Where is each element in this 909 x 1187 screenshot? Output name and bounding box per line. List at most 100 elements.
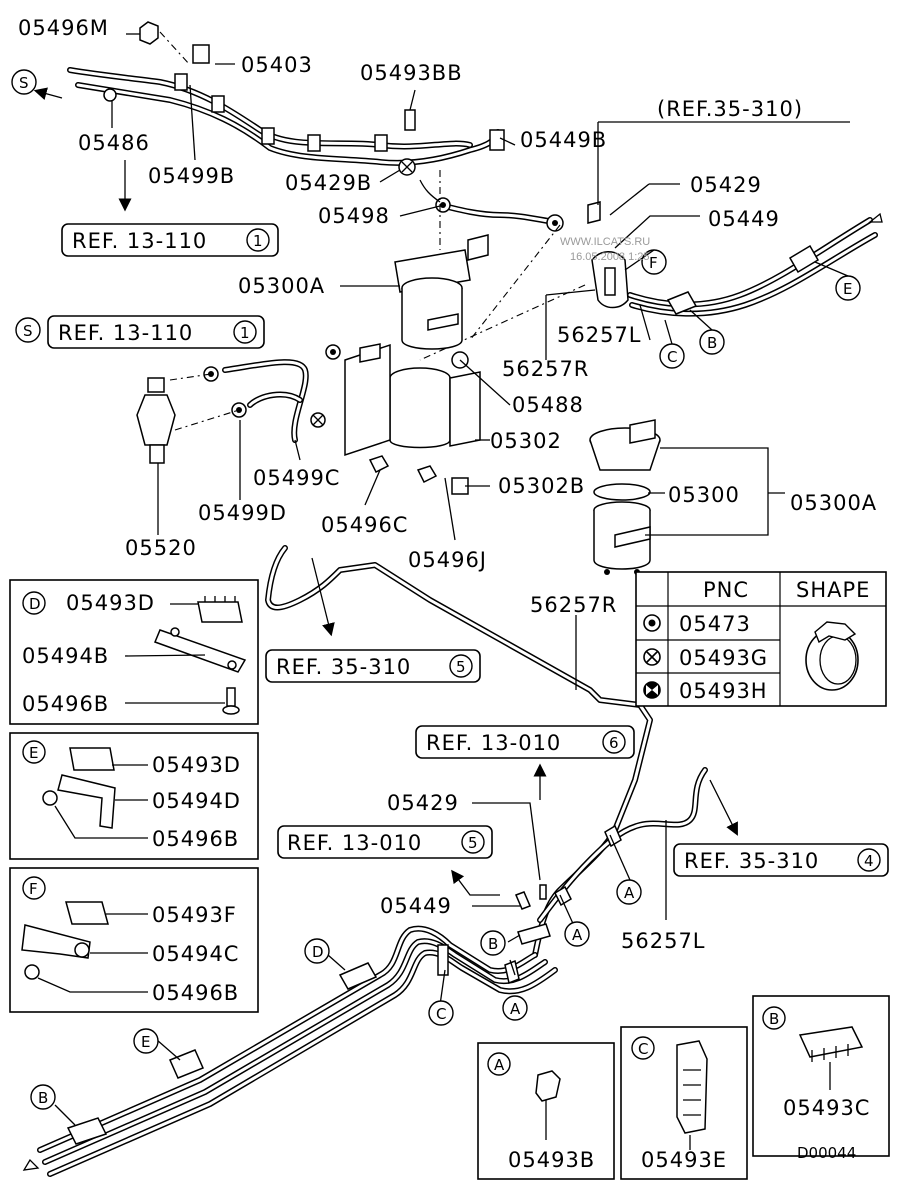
ref-13-010-6-num: 6 <box>609 734 619 752</box>
pump-05520 <box>136 377 176 464</box>
label-56257l: 56257L <box>557 323 642 347</box>
label-05496j: 05496J <box>408 548 487 572</box>
connector-05449b <box>489 129 505 151</box>
label-05449-2: 05449 <box>380 894 452 918</box>
label-05429-2: 05429 <box>387 791 459 815</box>
label-56257r-2: 56257R <box>530 593 617 617</box>
filter-bracket-05302 <box>344 343 481 457</box>
ref-13-010-5-num: 5 <box>468 834 478 852</box>
ref-35-310-top[interactable]: (REF.35-310) <box>657 97 803 121</box>
marker-a-3: A <box>510 1000 521 1018</box>
marker-d-1: D <box>312 943 324 961</box>
label-56257l-2: 56257L <box>621 929 706 953</box>
legend-header-shape: SHAPE <box>796 578 870 602</box>
inset-d-letter: D <box>29 595 41 613</box>
clip-05493bb <box>404 109 416 131</box>
inset-f: F 05493F 05494C 05496B <box>9 867 259 1013</box>
ref-box-35-310-4[interactable] <box>673 843 889 877</box>
ref-13-110-a[interactable]: REF. 13-110 <box>72 229 207 253</box>
label-05300a-2: 05300A <box>790 491 877 515</box>
fuel-filter-assembly-top <box>394 234 489 350</box>
label-05302: 05302 <box>490 429 562 453</box>
ref-13-110-b-num: 1 <box>240 324 250 342</box>
marker-s-top: S <box>19 74 29 92</box>
marker-e-1: E <box>141 1033 150 1051</box>
label-05449b: 05449B <box>520 128 607 152</box>
ref-13-010-6[interactable]: REF. 13-010 <box>426 731 561 755</box>
inset-f-letter: F <box>29 880 38 898</box>
bracket-05403 <box>192 44 210 64</box>
marker-b-2: B <box>38 1089 48 1107</box>
pipe-clip <box>307 134 321 152</box>
label-05499b: 05499B <box>148 164 235 188</box>
ref-35-310-5-num: 5 <box>456 658 466 676</box>
watermark-site: WWW.ILCATS.RU <box>560 236 650 248</box>
ref-box-13-110-b[interactable] <box>47 315 265 349</box>
legend-table: PNC SHAPE 05473 05493G 05493H <box>635 571 887 707</box>
diagram-code: D00044 <box>797 1144 856 1162</box>
inset-d: D 05493D 05494B 05496B <box>9 579 259 725</box>
hose-clamp-shape <box>805 621 859 691</box>
label-05449: 05449 <box>708 207 780 231</box>
label-05300a: 05300A <box>238 274 325 298</box>
label-56257r: 56257R <box>502 357 589 381</box>
inset-f-05494c: 05494C <box>152 942 239 966</box>
inset-e: E 05493D 05494D 05496B <box>9 732 259 860</box>
pipe-bracket-top-right <box>587 201 629 309</box>
label-05499c: 05499C <box>253 466 340 490</box>
marker-e-top: E <box>843 280 852 298</box>
marker-b-1: B <box>488 935 498 953</box>
ref-35-310-5[interactable]: REF. 35-310 <box>276 655 411 679</box>
inset-f-05493f: 05493F <box>152 903 237 927</box>
ref-13-110-b[interactable]: REF. 13-110 <box>58 321 193 345</box>
label-05499d: 05499D <box>198 501 287 525</box>
marker-c-top: C <box>667 348 677 366</box>
label-05403: 05403 <box>241 53 313 77</box>
inset-a-05493b: 05493B <box>508 1148 595 1172</box>
label-05488: 05488 <box>512 393 584 417</box>
inset-c-05493e: 05493E <box>641 1148 727 1172</box>
label-05498: 05498 <box>318 204 390 228</box>
inset-e-letter: E <box>29 744 38 762</box>
inset-c: C 05493E <box>620 1026 748 1180</box>
ref-13-110-a-num: 1 <box>253 232 263 250</box>
inset-e-05493d: 05493D <box>152 753 241 777</box>
pipe-clip <box>374 134 388 152</box>
label-05429b: 05429B <box>285 171 372 195</box>
label-05429: 05429 <box>690 173 762 197</box>
inset-c-letter: C <box>638 1040 648 1058</box>
watermark-date: 16.05.2008 1:25 <box>570 251 650 263</box>
label-05520: 05520 <box>125 536 197 560</box>
ref-box-35-310-5[interactable] <box>265 649 481 683</box>
inset-d-05494b: 05494B <box>22 644 109 668</box>
lower-fuel-line-assembly <box>22 545 708 1177</box>
legend-header-pnc: PNC <box>703 578 749 602</box>
ref-box-13-010-5[interactable] <box>277 825 493 859</box>
ref-13-010-5[interactable]: REF. 13-010 <box>287 831 422 855</box>
label-05496c: 05496C <box>321 513 408 537</box>
callout-labels: 05496M 05403 05493BB 05486 05499B 05449B… <box>18 16 877 953</box>
label-05493bb: 05493BB <box>360 61 463 85</box>
inset-d-05493d: 05493D <box>66 591 155 615</box>
inset-e-05496b: 05496B <box>152 827 239 851</box>
inset-b-letter: B <box>769 1010 779 1028</box>
label-05486: 05486 <box>78 131 150 155</box>
ref-box-13-010-6[interactable] <box>415 725 635 759</box>
label-05496m: 05496M <box>18 16 109 40</box>
legend-pnc-05493g: 05493G <box>679 646 768 670</box>
inset-a-letter: A <box>494 1056 505 1074</box>
location-markers: S S F B C E A A B A C D E B <box>11 69 861 1110</box>
inset-d-05496b: 05496B <box>22 692 109 716</box>
ref-35-310-4[interactable]: REF. 35-310 <box>684 849 819 873</box>
marker-a-1: A <box>624 884 635 902</box>
reference-boxes: (REF.35-310) REF. 13-110 1 REF. 13-110 1… <box>47 97 889 877</box>
upper-fuel-line-assembly <box>67 21 564 232</box>
marker-b-top: B <box>707 334 717 352</box>
cap-05486 <box>103 88 117 102</box>
inset-b: B 05493C <box>752 995 890 1157</box>
pipe-clip <box>211 95 225 113</box>
ref-box-13-110-a[interactable] <box>61 223 279 257</box>
inset-f-05496b: 05496B <box>152 981 239 1005</box>
legend-pnc-05493h: 05493H <box>679 679 768 703</box>
